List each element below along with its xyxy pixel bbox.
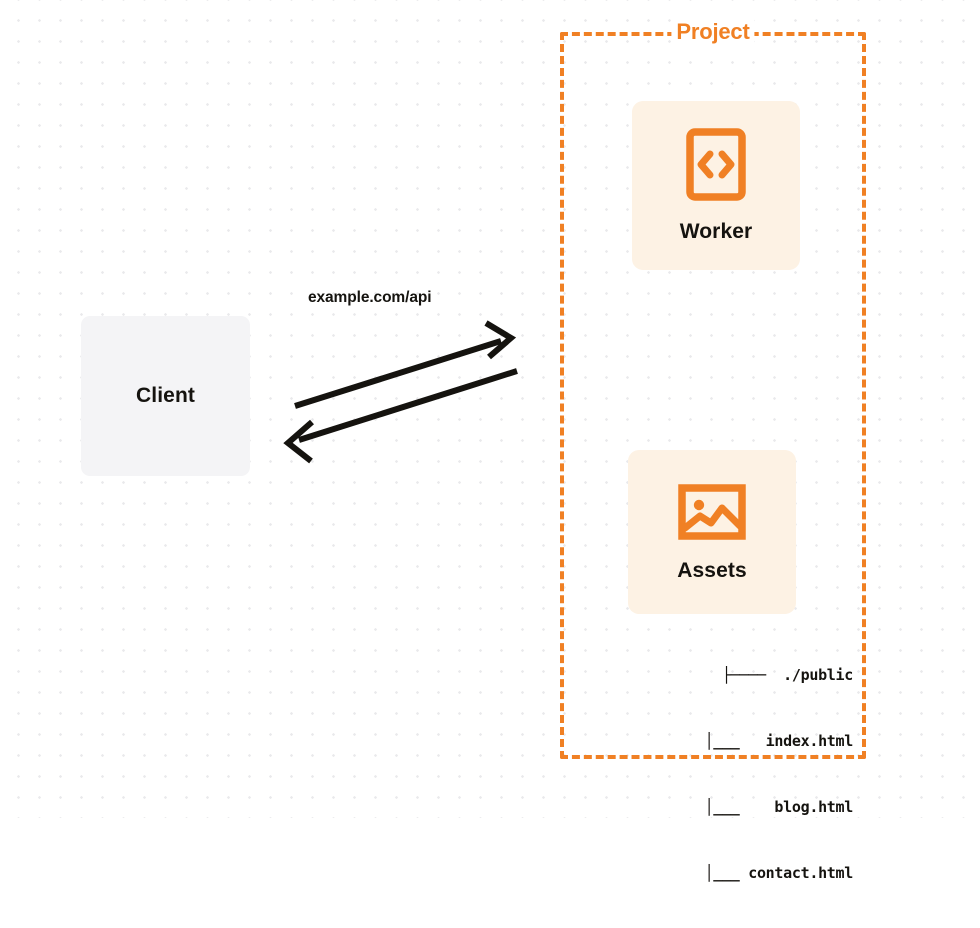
image-icon xyxy=(678,482,746,547)
asset-file-tree: ├──── ./public │___ index.html │___ blog… xyxy=(608,620,854,928)
file-tree-row: │___ blog.html xyxy=(687,798,854,816)
code-brackets-icon xyxy=(686,127,746,206)
file-tree-row: │___ index.html xyxy=(687,732,854,750)
assets-card[interactable]: Assets xyxy=(628,450,796,614)
file-tree-row: ├──── ./public xyxy=(722,666,853,684)
file-tree-row: │___ contact.html xyxy=(687,864,854,882)
client-node[interactable]: Client xyxy=(81,316,250,476)
request-url-label: example.com/api xyxy=(308,289,432,306)
project-container: Project Worker Assets xyxy=(560,19,866,882)
project-title: Project xyxy=(671,19,755,45)
diagram-canvas: Client example.com/api Project Worker xyxy=(0,0,980,882)
worker-card[interactable]: Worker xyxy=(632,101,800,270)
client-label: Client xyxy=(136,384,195,407)
request-arrow xyxy=(294,320,517,409)
response-arrow xyxy=(283,368,518,464)
worker-label: Worker xyxy=(679,219,753,243)
assets-label: Assets xyxy=(677,558,747,582)
